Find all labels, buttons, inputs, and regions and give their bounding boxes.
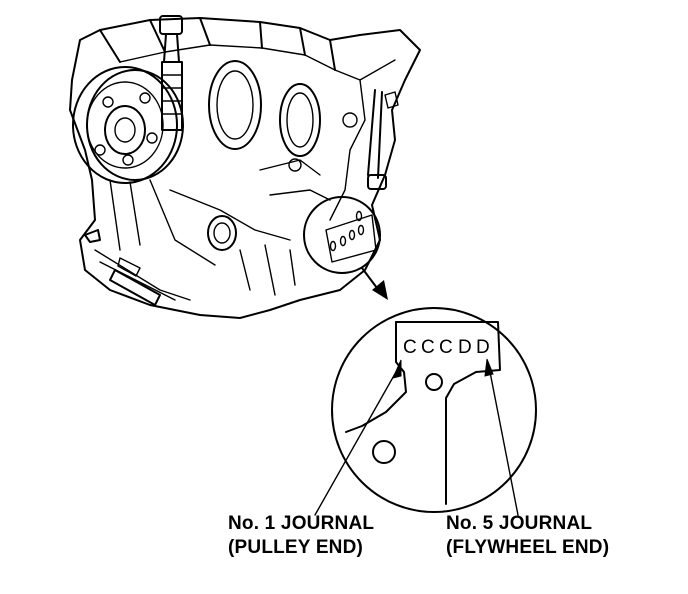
magnifier-source-circle (303, 196, 381, 274)
journal5-label-line2: (FLYWHEEL END) (446, 537, 610, 558)
journal-code-4: D (458, 337, 472, 358)
journal1-label-line1: No. 1 JOURNAL (228, 513, 375, 534)
journal5-label-line1: No. 5 JOURNAL (446, 513, 593, 534)
journal1-leader (314, 359, 402, 516)
journal-code-detail-view: C C C D D (331, 307, 537, 513)
journal-code-1: C (403, 337, 417, 358)
journal-code-5: D (476, 337, 490, 358)
zoom-arrow (361, 267, 388, 300)
journal5-leader (484, 358, 519, 516)
journal1-label-line2: (PULLEY END) (228, 537, 364, 558)
journal-code-3: C (439, 337, 453, 358)
journal-code-2: C (421, 337, 435, 358)
engine-block-illustration (69, 15, 421, 319)
